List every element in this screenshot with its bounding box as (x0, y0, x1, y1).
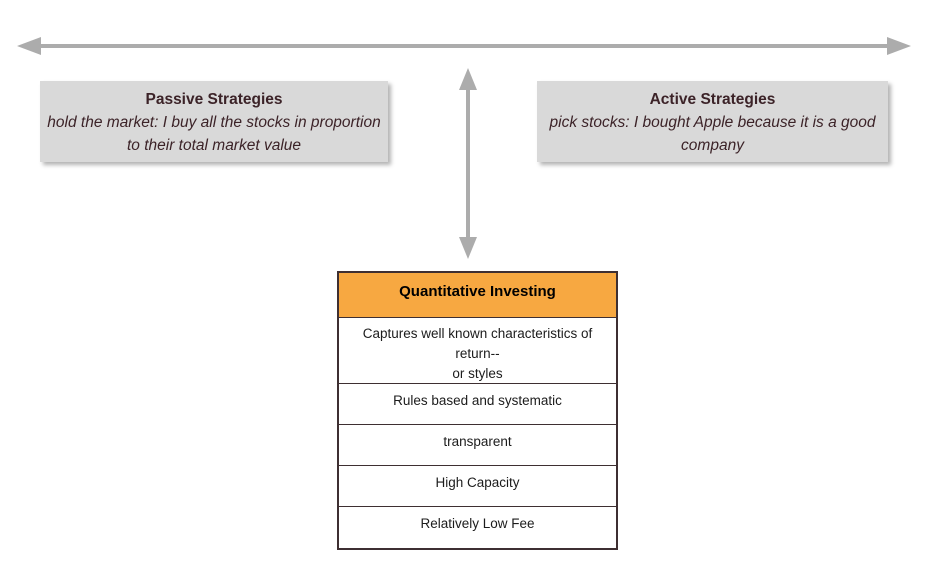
active-strategies-title: Active Strategies (649, 91, 776, 108)
active-strategies-description: pick stocks: I bought Apple because it i… (549, 114, 876, 154)
quantitative-investing-table: Quantitative Investing Captures well kno… (337, 271, 618, 550)
arrowhead-up-icon (459, 68, 477, 90)
table-row: Rules based and systematic (339, 384, 616, 425)
table-row: Relatively Low Fee (420, 516, 535, 531)
arrowhead-right-icon (887, 37, 911, 55)
table-row: High Capacity (339, 466, 616, 507)
passive-strategies-description: hold the market: I buy all the stocks in… (47, 114, 381, 154)
arrowhead-left-icon (17, 37, 41, 55)
table-row: transparent (339, 425, 616, 466)
active-strategies-box: Active Strategies pick stocks: I bought … (537, 81, 888, 162)
passive-strategies-box: Passive Strategies hold the market: I bu… (40, 81, 388, 162)
table-row: Captures well known characteristics of r… (339, 318, 616, 384)
passive-strategies-title: Passive Strategies (145, 91, 283, 108)
table-header: Quantitative Investing (339, 273, 616, 318)
arrowhead-down-icon (459, 237, 477, 259)
